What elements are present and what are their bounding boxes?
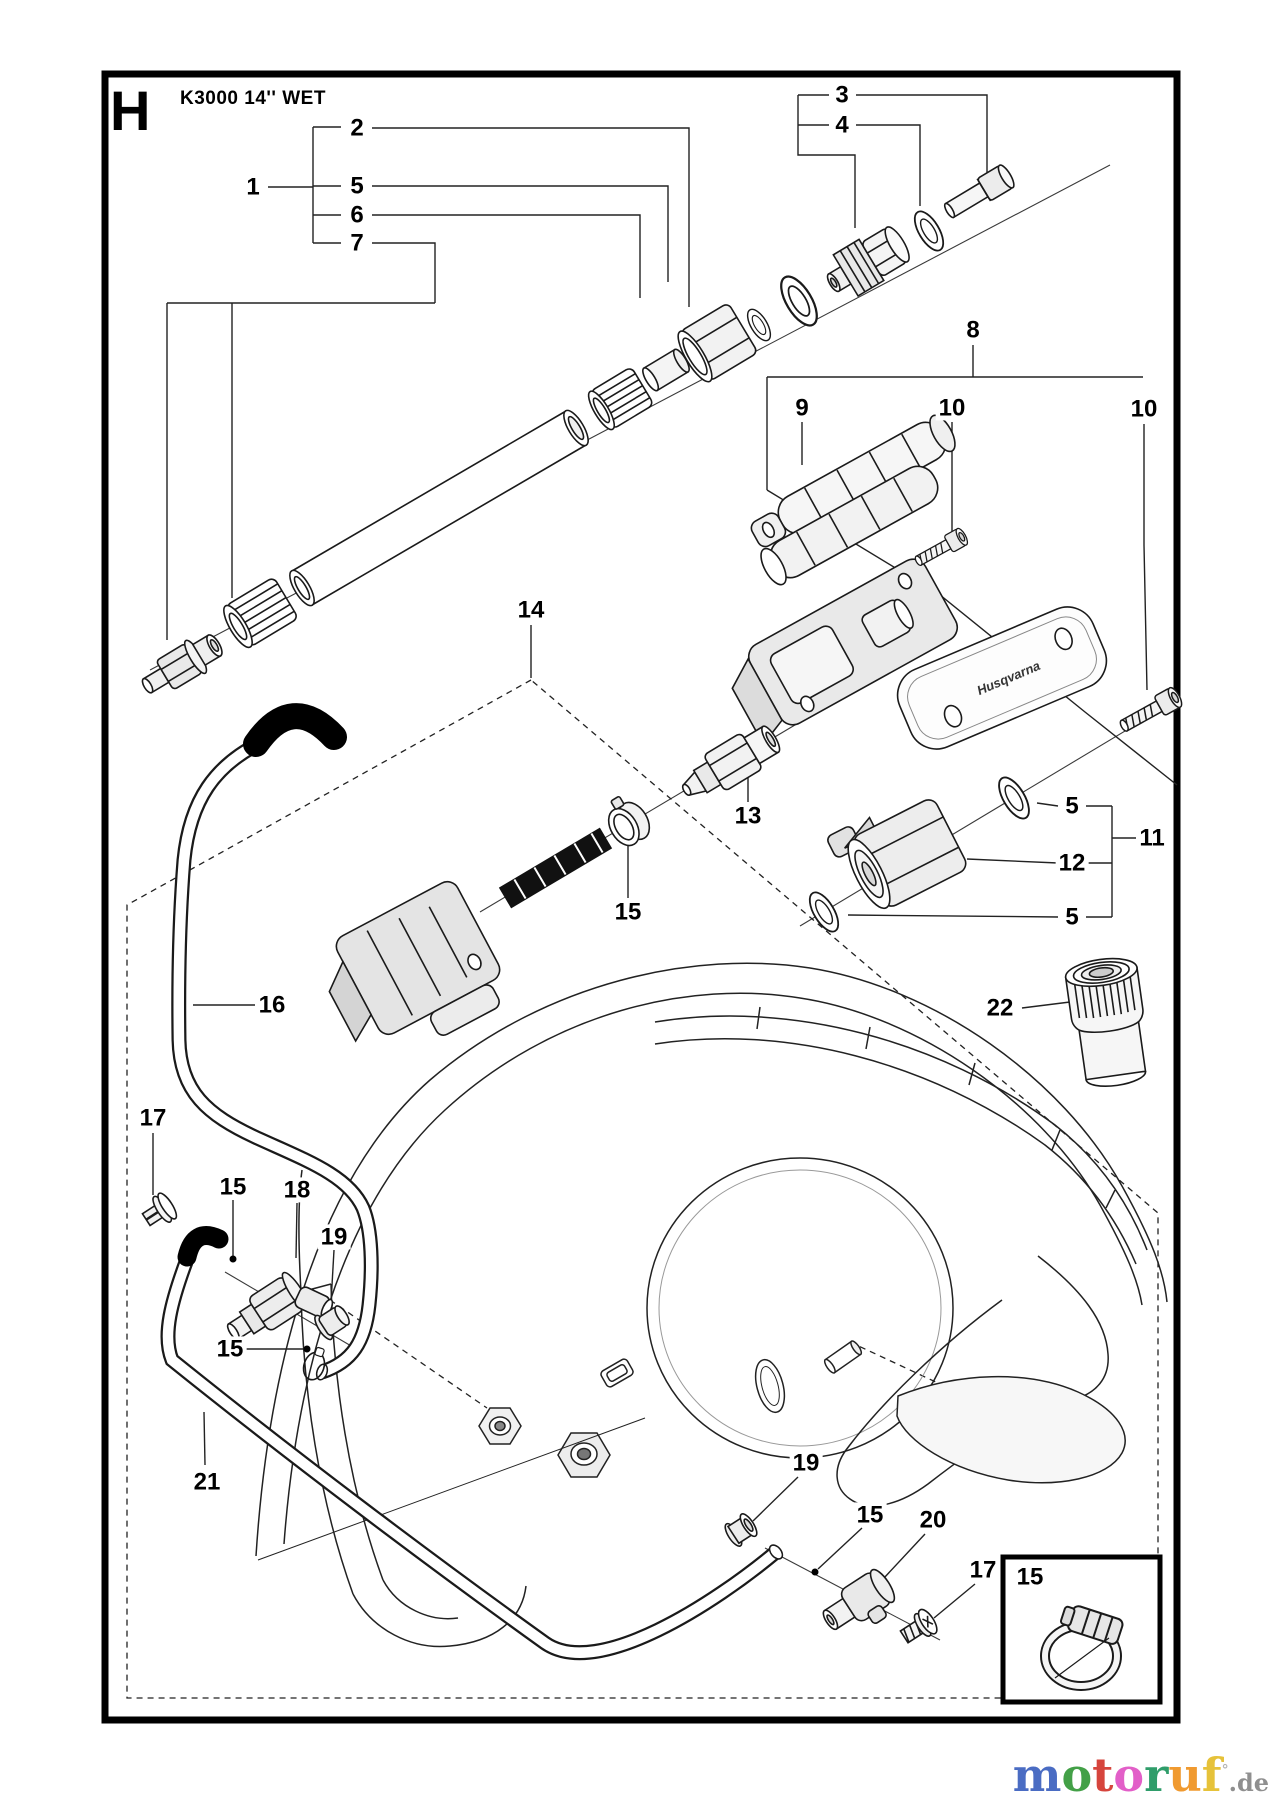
banjo-bolt-3 (943, 164, 1015, 219)
water-hoses (160, 703, 784, 1661)
callout-5c: 5 (1062, 904, 1082, 930)
watermark-word: motoruf (1012, 1748, 1222, 1800)
rubber-elbow-lower (177, 1226, 229, 1267)
callout-10b: 10 (1127, 396, 1161, 422)
guard-tube-mount-group (328, 725, 781, 1043)
callout-2: 2 (347, 115, 367, 141)
callout-15b: 15 (216, 1174, 250, 1200)
callout-15d: 15 (853, 1502, 887, 1528)
callout-21: 21 (190, 1469, 224, 1495)
plug-17-left (141, 1192, 178, 1227)
callout-12: 12 (1055, 850, 1089, 876)
arbor-nut (557, 1432, 611, 1478)
coupling-2 (826, 226, 910, 298)
page-title: K3000 14'' WET (180, 88, 326, 109)
callout-8: 8 (963, 317, 983, 343)
callout-5b: 5 (1062, 793, 1082, 819)
callout-9: 9 (792, 395, 812, 421)
rubber-elbow-upper (243, 703, 347, 757)
nozzle-group (724, 1513, 938, 1644)
handle-clamp-assembly: Husqvarna (731, 414, 1186, 750)
threaded-rod (498, 827, 613, 909)
callout-16: 16 (255, 992, 289, 1018)
callout-4: 4 (832, 112, 852, 138)
page-border (101, 70, 1181, 1724)
valve-18 (226, 1271, 334, 1341)
clamp-cover: Husqvarna (896, 606, 1108, 750)
clamp-saddle-block (731, 558, 959, 746)
hose-16 (171, 735, 379, 1380)
callout-15a: 15 (611, 899, 645, 925)
gasket-5-top (992, 771, 1036, 825)
callout-1: 1 (243, 174, 263, 200)
cap-nut-19-left (314, 1305, 350, 1341)
inset-detail-box (1000, 1554, 1163, 1705)
callout-3: 3 (832, 82, 852, 108)
callout-15c: 15 (213, 1336, 247, 1362)
clamp-upper-shell-9 (750, 414, 956, 548)
callout-5a: 5 (347, 173, 367, 199)
hose-coupling-22 (1064, 957, 1147, 1087)
hose-end-clamp-15 (302, 1346, 326, 1381)
motoruf-watermark-link[interactable]: motoruf°.de (1013, 1752, 1269, 1798)
callout-11: 11 (1136, 825, 1168, 851)
callout-7: 7 (347, 230, 367, 256)
leader-dots (229, 1255, 819, 1576)
callout-19b: 19 (789, 1450, 823, 1476)
hose-clamp-15 (607, 795, 651, 847)
knurled-nut (223, 578, 297, 649)
nut-19-right (724, 1513, 758, 1547)
valve-body-12 (827, 799, 967, 910)
callout-6: 6 (347, 202, 367, 228)
gasket-5 (772, 269, 826, 333)
callout-10a: 10 (935, 395, 969, 421)
screw-17-right (899, 1608, 938, 1644)
callout-19a: 19 (317, 1224, 351, 1250)
leader-lines (152, 94, 1178, 1619)
nozzle-holder-20 (822, 1568, 896, 1631)
washer-4 (908, 206, 950, 256)
water-valve-assembly-11 (803, 771, 1147, 1087)
gasket-5-bottom (803, 887, 845, 937)
mount-bracket (328, 880, 501, 1043)
clamp-detail-15 (1040, 1605, 1124, 1691)
union-nut (677, 304, 757, 383)
section-letter: H (110, 79, 151, 142)
callout-15e: 15 (1013, 1564, 1047, 1590)
clamp-lower-shell (760, 465, 939, 586)
water-hose-assembly (141, 164, 1015, 694)
knurled-nut (587, 368, 653, 431)
callout-14: 14 (514, 597, 548, 623)
water-tube (289, 409, 589, 607)
watermark-mark: ° (1221, 1762, 1229, 1779)
callout-22: 22 (983, 995, 1017, 1021)
watermark-suffix: .de (1228, 1768, 1269, 1797)
callout-17a: 17 (136, 1105, 170, 1131)
callout-20: 20 (916, 1507, 950, 1533)
pivot-nut (478, 1407, 522, 1445)
nipple-fitting-13 (681, 725, 781, 796)
callout-13: 13 (731, 803, 765, 829)
blade-guard (255, 962, 1168, 1648)
spray-valve-group (141, 1192, 350, 1341)
screw-10-left (911, 526, 971, 571)
hose-fitting (141, 634, 223, 694)
callout-18: 18 (280, 1177, 314, 1203)
guard-pin (823, 1340, 863, 1374)
callout-17b: 17 (966, 1557, 1000, 1583)
